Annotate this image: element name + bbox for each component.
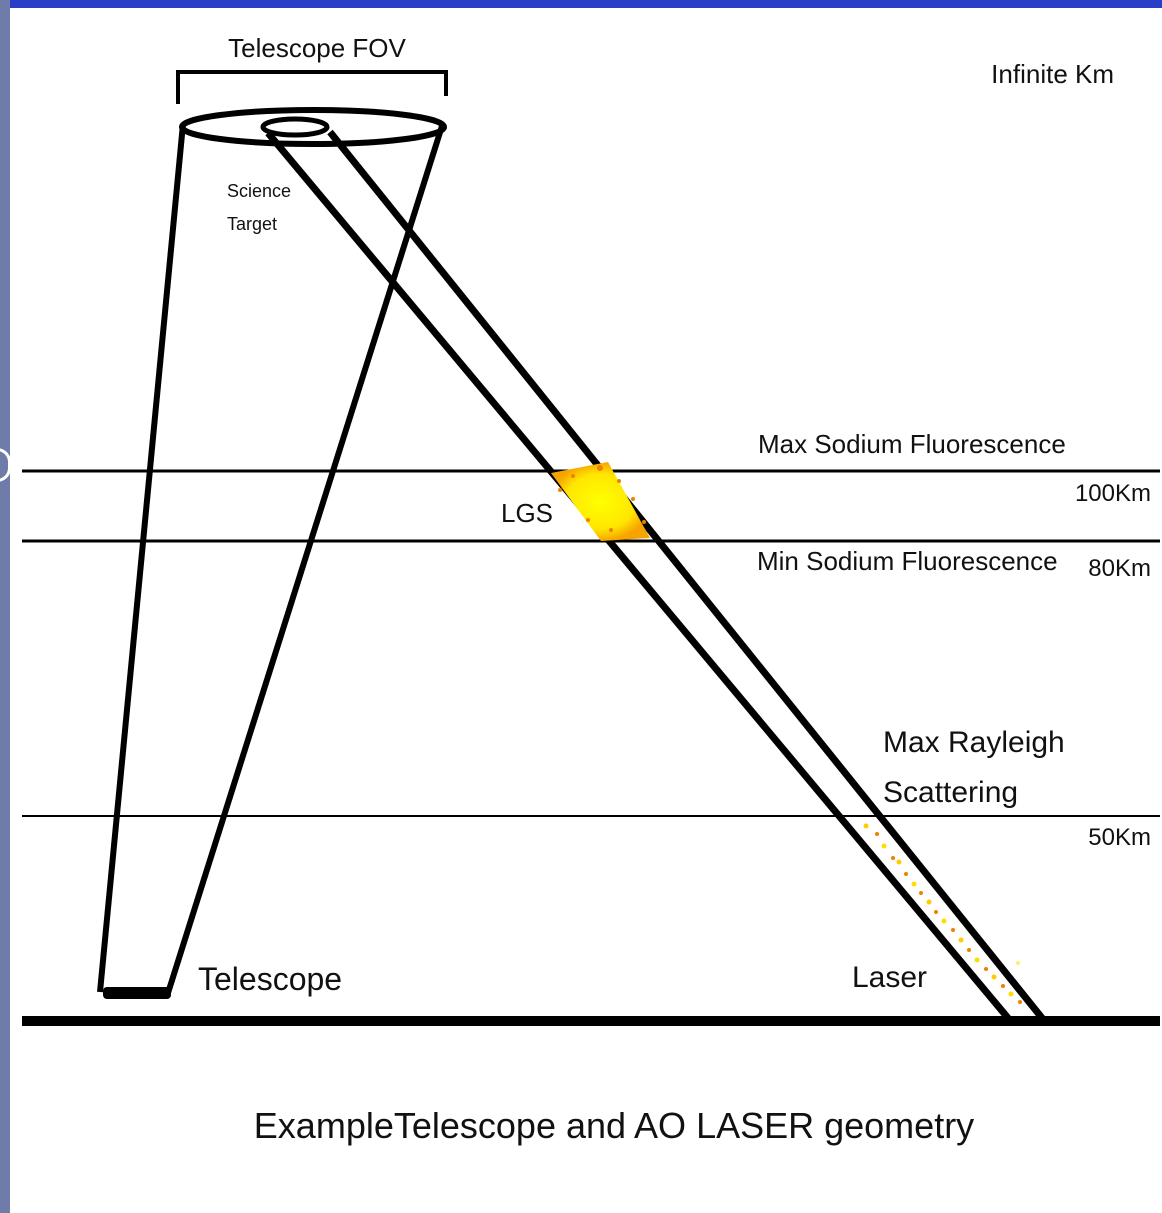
altitude-100km-label: 100Km <box>1075 480 1151 507</box>
fov-cone-right-edge <box>165 125 445 994</box>
telescope-label: Telescope <box>198 961 342 997</box>
science-target-ellipse <box>260 116 330 138</box>
rayleigh-label-line1: Max Rayleigh <box>883 726 1065 759</box>
altitude-80km-label: 80Km <box>1088 555 1151 582</box>
science-target-label-line1: Science <box>227 181 291 201</box>
max-sodium-label: Max Sodium Fluorescence <box>758 429 1066 459</box>
fov-label: Telescope FOV <box>228 33 406 63</box>
lgs-glow <box>551 462 650 541</box>
laser-label: Laser <box>852 961 927 994</box>
telescope-mirror <box>103 987 171 999</box>
laser-beam-right-edge <box>327 129 1045 1021</box>
diagram-caption: ExampleTelescope and AO LASER geometry <box>254 1105 974 1146</box>
fov-ellipse <box>179 107 447 147</box>
fov-cone-left-edge <box>97 123 186 993</box>
rayleigh-scatter <box>863 823 1022 1004</box>
rayleigh-label-line2: Scattering <box>883 776 1018 809</box>
min-sodium-label: Min Sodium Fluorescence <box>757 546 1058 576</box>
science-target-label-line2: Target <box>227 214 277 234</box>
slide-edge <box>0 0 10 1213</box>
infinite-km-label: Infinite Km <box>991 59 1114 89</box>
diagram-panel <box>10 8 1162 1213</box>
laser-beam-left-edge <box>265 130 1011 1021</box>
lgs-label: LGS <box>501 498 553 528</box>
altitude-50km-label: 50Km <box>1088 824 1151 851</box>
fov-bracket <box>176 70 448 104</box>
